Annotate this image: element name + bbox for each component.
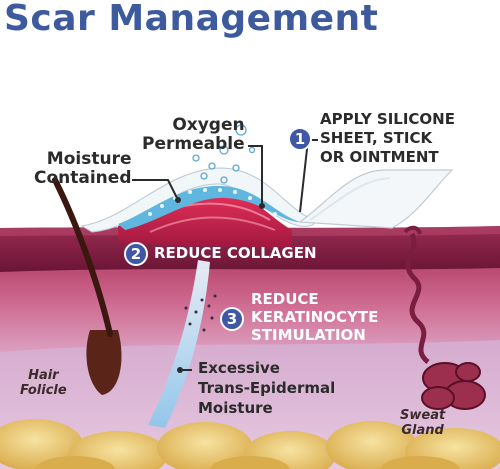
oxygen-leader: [248, 145, 263, 206]
moisture-stream: [148, 260, 210, 428]
apply-leader: [299, 139, 318, 213]
moisture-leader: [132, 179, 179, 201]
dermis-layer: [0, 256, 500, 352]
step-2-badge: 2: [124, 242, 148, 266]
scar-tissue: [118, 191, 292, 248]
silicone-sheet: [80, 167, 316, 233]
separate-silicone-sheet: [298, 169, 454, 229]
apply-silicone-label: APPLY SILICONE SHEET, STICK OR OINTMENT: [320, 110, 455, 166]
step-1-badge: 1: [288, 127, 312, 151]
sweat-gland-label: Sweat Gland: [400, 408, 446, 438]
excessive-moisture-label: Excessive Trans-Epidermal Moisture: [198, 359, 336, 417]
reduce-collagen-label: REDUCE COLLAGEN: [154, 244, 317, 262]
reduce-keratinocyte-label: REDUCE KERATINOCYTE STIMULATION: [251, 290, 379, 344]
oxygen-bubbles: [192, 124, 256, 184]
sweat-gland-duct: [405, 232, 430, 364]
oxygen-permeable-label: Oxygen Permeable: [142, 115, 245, 154]
hair-follicle-label: Hair Folicle: [20, 368, 67, 398]
hair-shaft: [52, 177, 113, 337]
moisture-gel: [118, 185, 300, 230]
step-3-badge: 3: [220, 307, 244, 331]
sweat-gland-coil: [421, 362, 486, 410]
page-title: Scar Management: [4, 0, 379, 39]
hair-follicle-shape: [86, 330, 122, 395]
moisture-contained-label: Moisture Contained: [34, 149, 132, 188]
fat-layer: [0, 419, 500, 469]
